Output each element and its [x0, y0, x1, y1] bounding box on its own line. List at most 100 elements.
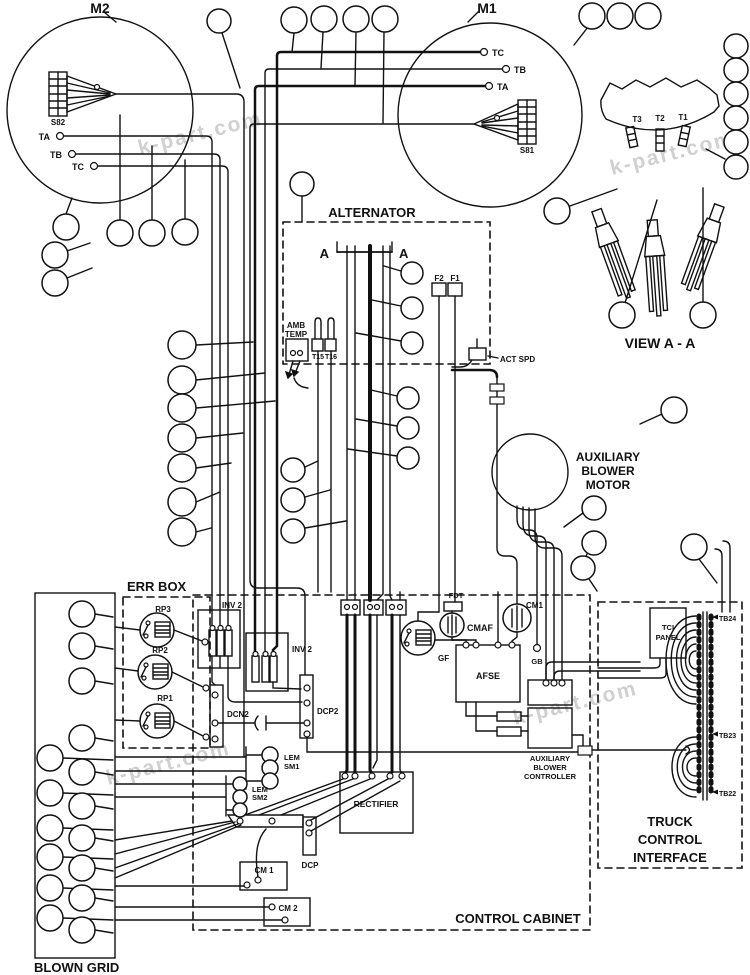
- bus-terminal-blocks: [340, 599, 407, 776]
- inv2-right-label: INV 2: [292, 645, 313, 654]
- t15-t16-terminals: T15 T16: [311, 317, 337, 593]
- m2-ta-label: TA: [39, 132, 51, 142]
- cm1-coil: CM1: [502, 601, 543, 646]
- err-box: ERR BOX RP3 RP2 RP1: [122, 579, 211, 749]
- wire-bundle: [63, 50, 503, 758]
- tb24-label: TB24: [719, 616, 736, 623]
- alternator-bus: [346, 244, 401, 602]
- t2-plug: [655, 128, 665, 152]
- cable-fork-left: [590, 207, 637, 300]
- rectifier-label: RECTIFIER: [354, 799, 399, 809]
- afse-box: AFSE: [455, 591, 521, 732]
- m2-label: M2: [90, 0, 110, 16]
- dcp2-label: DCP2: [317, 707, 339, 716]
- watermark: k-part.com k-part.com k-part.com k-part.…: [104, 107, 737, 790]
- control-cabinet-box: CONTROL CABINET: [192, 594, 591, 931]
- fdt-label: FDT: [449, 591, 464, 600]
- amb-temp-sensor: AMB TEMP: [285, 321, 309, 389]
- blown-grid: BLOWN GRID: [34, 592, 283, 975]
- m1-tc-label: TC: [492, 48, 504, 58]
- aux-blower-motor: AUXILIARY BLOWER MOTOR GB: [491, 433, 640, 681]
- watermark-text: k-part.com: [511, 677, 640, 730]
- cm1-coil-label: CM1: [526, 601, 543, 610]
- abc-label-3: CONTROLLER: [524, 772, 577, 781]
- m1-tb-label: TB: [514, 65, 526, 75]
- t3-plug: [624, 125, 639, 149]
- s82-connector: S82: [48, 71, 119, 127]
- amb-label-2: TEMP: [285, 330, 308, 339]
- busbar: [226, 778, 401, 832]
- section-a-right: A: [399, 246, 409, 261]
- relay-rp2: RP2: [137, 646, 173, 690]
- capacitor: [217, 715, 305, 731]
- tci-panel-label-2: PANEL: [656, 633, 681, 642]
- tci-label-3: INTERFACE: [633, 850, 707, 865]
- lem-sm2-label-1: LEM: [252, 785, 268, 794]
- f1-label: F1: [450, 274, 460, 283]
- dcp-box: DCP: [302, 816, 320, 870]
- t3-label: T3: [632, 115, 642, 124]
- lem-sm1-label-1: LEM: [284, 753, 300, 762]
- dcn2-label: DCN2: [227, 710, 249, 719]
- control-cabinet-label: CONTROL CABINET: [455, 911, 580, 926]
- dcp2-box: DCP2: [299, 674, 339, 739]
- amb-label-1: AMB: [287, 321, 305, 330]
- tb22-label: TB22: [719, 791, 736, 798]
- rectifier-box: RECTIFIER: [339, 771, 414, 834]
- m1-motor: M1 S81 TC TB TA: [397, 0, 583, 208]
- tci-panel: TCI PANEL: [597, 607, 687, 679]
- tb23-label: TB23: [719, 733, 736, 740]
- alternator-box: ALTERNATOR A A AMB TEMP: [282, 205, 535, 622]
- alternator-label: ALTERNATOR: [328, 205, 416, 220]
- m1-ta-label: TA: [497, 82, 509, 92]
- rp2-label: RP2: [152, 646, 168, 655]
- cmaf-coil: CMAF: [439, 612, 493, 646]
- rp1-label: RP1: [157, 694, 173, 703]
- inv2-left-box: INV 2: [197, 601, 303, 703]
- err-box-label: ERR BOX: [127, 579, 187, 594]
- cable-fork-right: [680, 202, 725, 292]
- rp3-label: RP3: [155, 605, 171, 614]
- abc-label-2: BLOWER: [533, 763, 567, 772]
- s82-label: S82: [51, 118, 66, 127]
- act-spd-label: ACT SPD: [500, 355, 535, 364]
- cm2-box: CM 2: [263, 897, 311, 927]
- t1-plug: [677, 124, 692, 148]
- truck-control-interface: TCI PANEL TB24 TB23 TB22: [597, 540, 743, 869]
- gf-label: GF: [438, 654, 449, 663]
- view-aa-label: VIEW A - A: [625, 335, 696, 351]
- relay-rp3: RP3: [139, 605, 175, 648]
- f2-label: F2: [434, 274, 444, 283]
- gb-label: GB: [531, 657, 543, 666]
- aux-motor-label-1: AUXILIARY: [576, 450, 640, 464]
- callout-balloons: [36, 2, 749, 944]
- view-a-a: T3 T2 T1 VIEW A - A: [569, 77, 725, 351]
- gb-terminal: [532, 643, 542, 653]
- f2-f1-fuses: F2 F1: [417, 274, 463, 622]
- t2-label: T2: [655, 114, 665, 123]
- dcn2-box: DCN2: [209, 684, 249, 748]
- m1-label: M1: [477, 0, 497, 16]
- aux-motor-label-2: BLOWER: [581, 464, 635, 478]
- watermark-text: k-part.com: [136, 107, 265, 160]
- tci-terminal-strip: TB24 TB23 TB22: [696, 611, 736, 801]
- m2-motor: M2 S82 TA TB TC: [6, 0, 194, 204]
- t1-label: T1: [678, 113, 688, 122]
- s81-connector: S81: [472, 99, 537, 155]
- lem-sm1-label-2: SM1: [284, 762, 299, 771]
- inv2-right-box: INV 2: [245, 632, 313, 692]
- blown-grid-label: BLOWN GRID: [34, 960, 119, 975]
- tci-panel-label-1: TCI: [662, 623, 674, 632]
- inv2-left-label: INV 2: [222, 601, 243, 610]
- dcp-label: DCP: [302, 861, 320, 870]
- gf-relay: GF: [400, 620, 467, 663]
- act-spd-sensor: ACT SPD: [450, 338, 535, 605]
- tci-label-2: CONTROL: [638, 832, 702, 847]
- aux-blower-controller: AUXILIARY BLOWER CONTROLLER: [496, 661, 691, 781]
- cmaf-label: CMAF: [467, 623, 493, 633]
- tci-label-1: TRUCK: [647, 814, 693, 829]
- dcp2-to-tci-wire: [306, 736, 579, 753]
- section-a-left: A: [320, 246, 330, 261]
- afse-label: AFSE: [476, 671, 500, 681]
- cm2-box-label: CM 2: [278, 904, 298, 913]
